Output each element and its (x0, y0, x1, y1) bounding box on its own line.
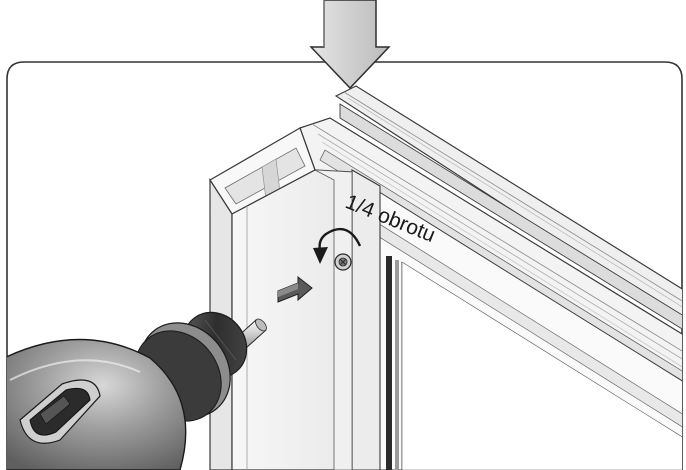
sash-profile (334, 85, 682, 341)
frame-jamb (351, 169, 682, 470)
insert-direction-arrow (277, 275, 313, 303)
rotation-arrow-icon (313, 227, 362, 264)
drill-switch-icon (19, 379, 101, 444)
power-drill (7, 311, 267, 470)
screw-head (334, 253, 352, 271)
down-arrow-icon (309, 0, 391, 90)
frame-post (209, 127, 353, 470)
